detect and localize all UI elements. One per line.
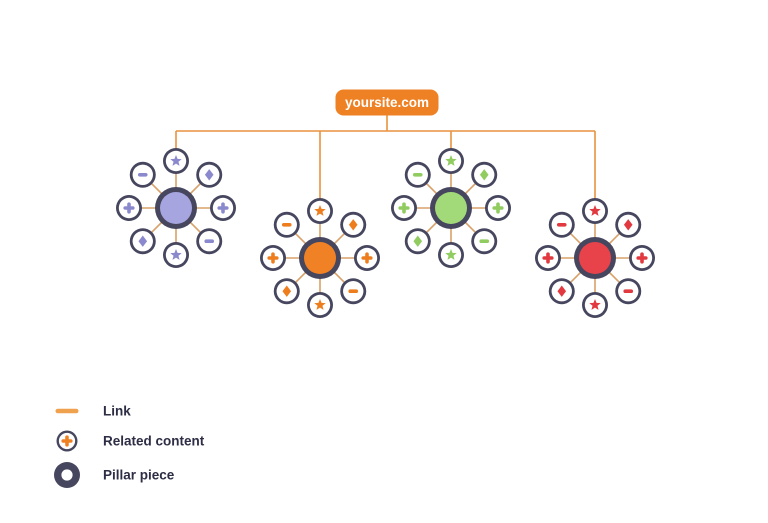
diamond-icon xyxy=(413,235,423,247)
cluster-spokes xyxy=(129,161,223,255)
satellite-minus xyxy=(129,161,156,188)
satellite-plus xyxy=(260,245,286,271)
satellite-diamond xyxy=(615,211,642,238)
satellite-plus xyxy=(391,195,417,221)
satellite-star xyxy=(163,242,189,268)
diamond-icon xyxy=(204,169,214,181)
satellite-plus xyxy=(535,245,561,271)
plus-icon xyxy=(123,202,135,214)
hub-face xyxy=(435,192,467,224)
cluster-spokes xyxy=(404,161,498,255)
tree-connector-lines xyxy=(175,115,596,201)
satellite-star xyxy=(438,148,464,174)
satellite-minus xyxy=(340,278,367,305)
star-icon xyxy=(314,205,326,216)
satellite-diamond xyxy=(404,228,431,255)
satellite-diamond xyxy=(548,278,575,305)
plus-icon xyxy=(267,252,279,264)
cluster-pillar-2 xyxy=(260,198,380,318)
pillar-hub-pillar-3 xyxy=(430,187,472,229)
hub-face xyxy=(160,192,192,224)
hub-face xyxy=(579,242,611,274)
minus-icon xyxy=(348,289,359,294)
star-icon xyxy=(445,155,457,166)
related-content-icon xyxy=(56,430,78,452)
plus-icon xyxy=(636,252,648,264)
satellite-star xyxy=(582,198,608,224)
star-icon xyxy=(445,249,457,260)
satellite-star xyxy=(307,198,333,224)
minus-icon xyxy=(281,222,292,227)
cluster-spokes xyxy=(548,211,642,305)
satellite-minus xyxy=(273,211,300,238)
minus-icon xyxy=(412,172,423,177)
pillar-hub-pillar-4 xyxy=(574,237,616,279)
plus-icon xyxy=(61,435,73,447)
satellite-star xyxy=(582,292,608,318)
satellite-star xyxy=(438,242,464,268)
minus-icon xyxy=(204,239,215,244)
satellite-minus xyxy=(615,278,642,305)
site-root-label: yoursite.com xyxy=(345,95,429,110)
star-icon xyxy=(589,299,601,310)
legend-label: Pillar piece xyxy=(103,468,175,483)
satellite-plus xyxy=(485,195,511,221)
satellite-minus xyxy=(196,228,223,255)
satellite-plus xyxy=(210,195,236,221)
satellite-star xyxy=(307,292,333,318)
satellite-plus xyxy=(629,245,655,271)
legend-row-2: Related content xyxy=(56,430,205,452)
diamond-icon xyxy=(348,219,358,231)
diamond-icon xyxy=(479,169,489,181)
pillar-piece-icon xyxy=(54,462,80,488)
minus-icon xyxy=(479,239,490,244)
legend-row-1: Link xyxy=(55,404,131,419)
satellite-diamond xyxy=(129,228,156,255)
satellite-minus xyxy=(471,228,498,255)
plus-icon xyxy=(361,252,373,264)
minus-icon xyxy=(623,289,634,294)
plus-icon xyxy=(398,202,410,214)
site-root-node: yoursite.com xyxy=(335,89,439,116)
satellite-plus xyxy=(354,245,380,271)
legend-label: Related content xyxy=(103,434,205,449)
diamond-icon xyxy=(138,235,148,247)
pillar-hub-pillar-1 xyxy=(155,187,197,229)
plus-icon xyxy=(542,252,554,264)
hub-face xyxy=(304,242,336,274)
cluster-pillar-4 xyxy=(535,198,655,318)
plus-icon xyxy=(492,202,504,214)
satellite-plus xyxy=(116,195,142,221)
cluster-pillar-3 xyxy=(391,148,511,268)
minus-icon xyxy=(556,222,567,227)
satellite-diamond xyxy=(273,278,300,305)
satellite-star xyxy=(163,148,189,174)
star-icon xyxy=(589,205,601,216)
star-icon xyxy=(314,299,326,310)
satellite-diamond xyxy=(196,161,223,188)
star-icon xyxy=(170,155,182,166)
site-root-box xyxy=(335,89,439,116)
cluster-pillar-1 xyxy=(116,148,236,268)
pillar-hub-pillar-2 xyxy=(299,237,341,279)
link-dash-icon xyxy=(55,408,79,414)
star-icon xyxy=(170,249,182,260)
legend-label: Link xyxy=(103,404,131,419)
satellite-minus xyxy=(404,161,431,188)
satellite-diamond xyxy=(340,211,367,238)
legend-row-3: Pillar piece xyxy=(54,462,175,488)
minus-icon xyxy=(137,172,148,177)
plus-icon xyxy=(217,202,229,214)
diamond-icon xyxy=(282,285,292,297)
cluster-spokes xyxy=(273,211,367,305)
satellite-diamond xyxy=(471,161,498,188)
satellite-minus xyxy=(548,211,575,238)
